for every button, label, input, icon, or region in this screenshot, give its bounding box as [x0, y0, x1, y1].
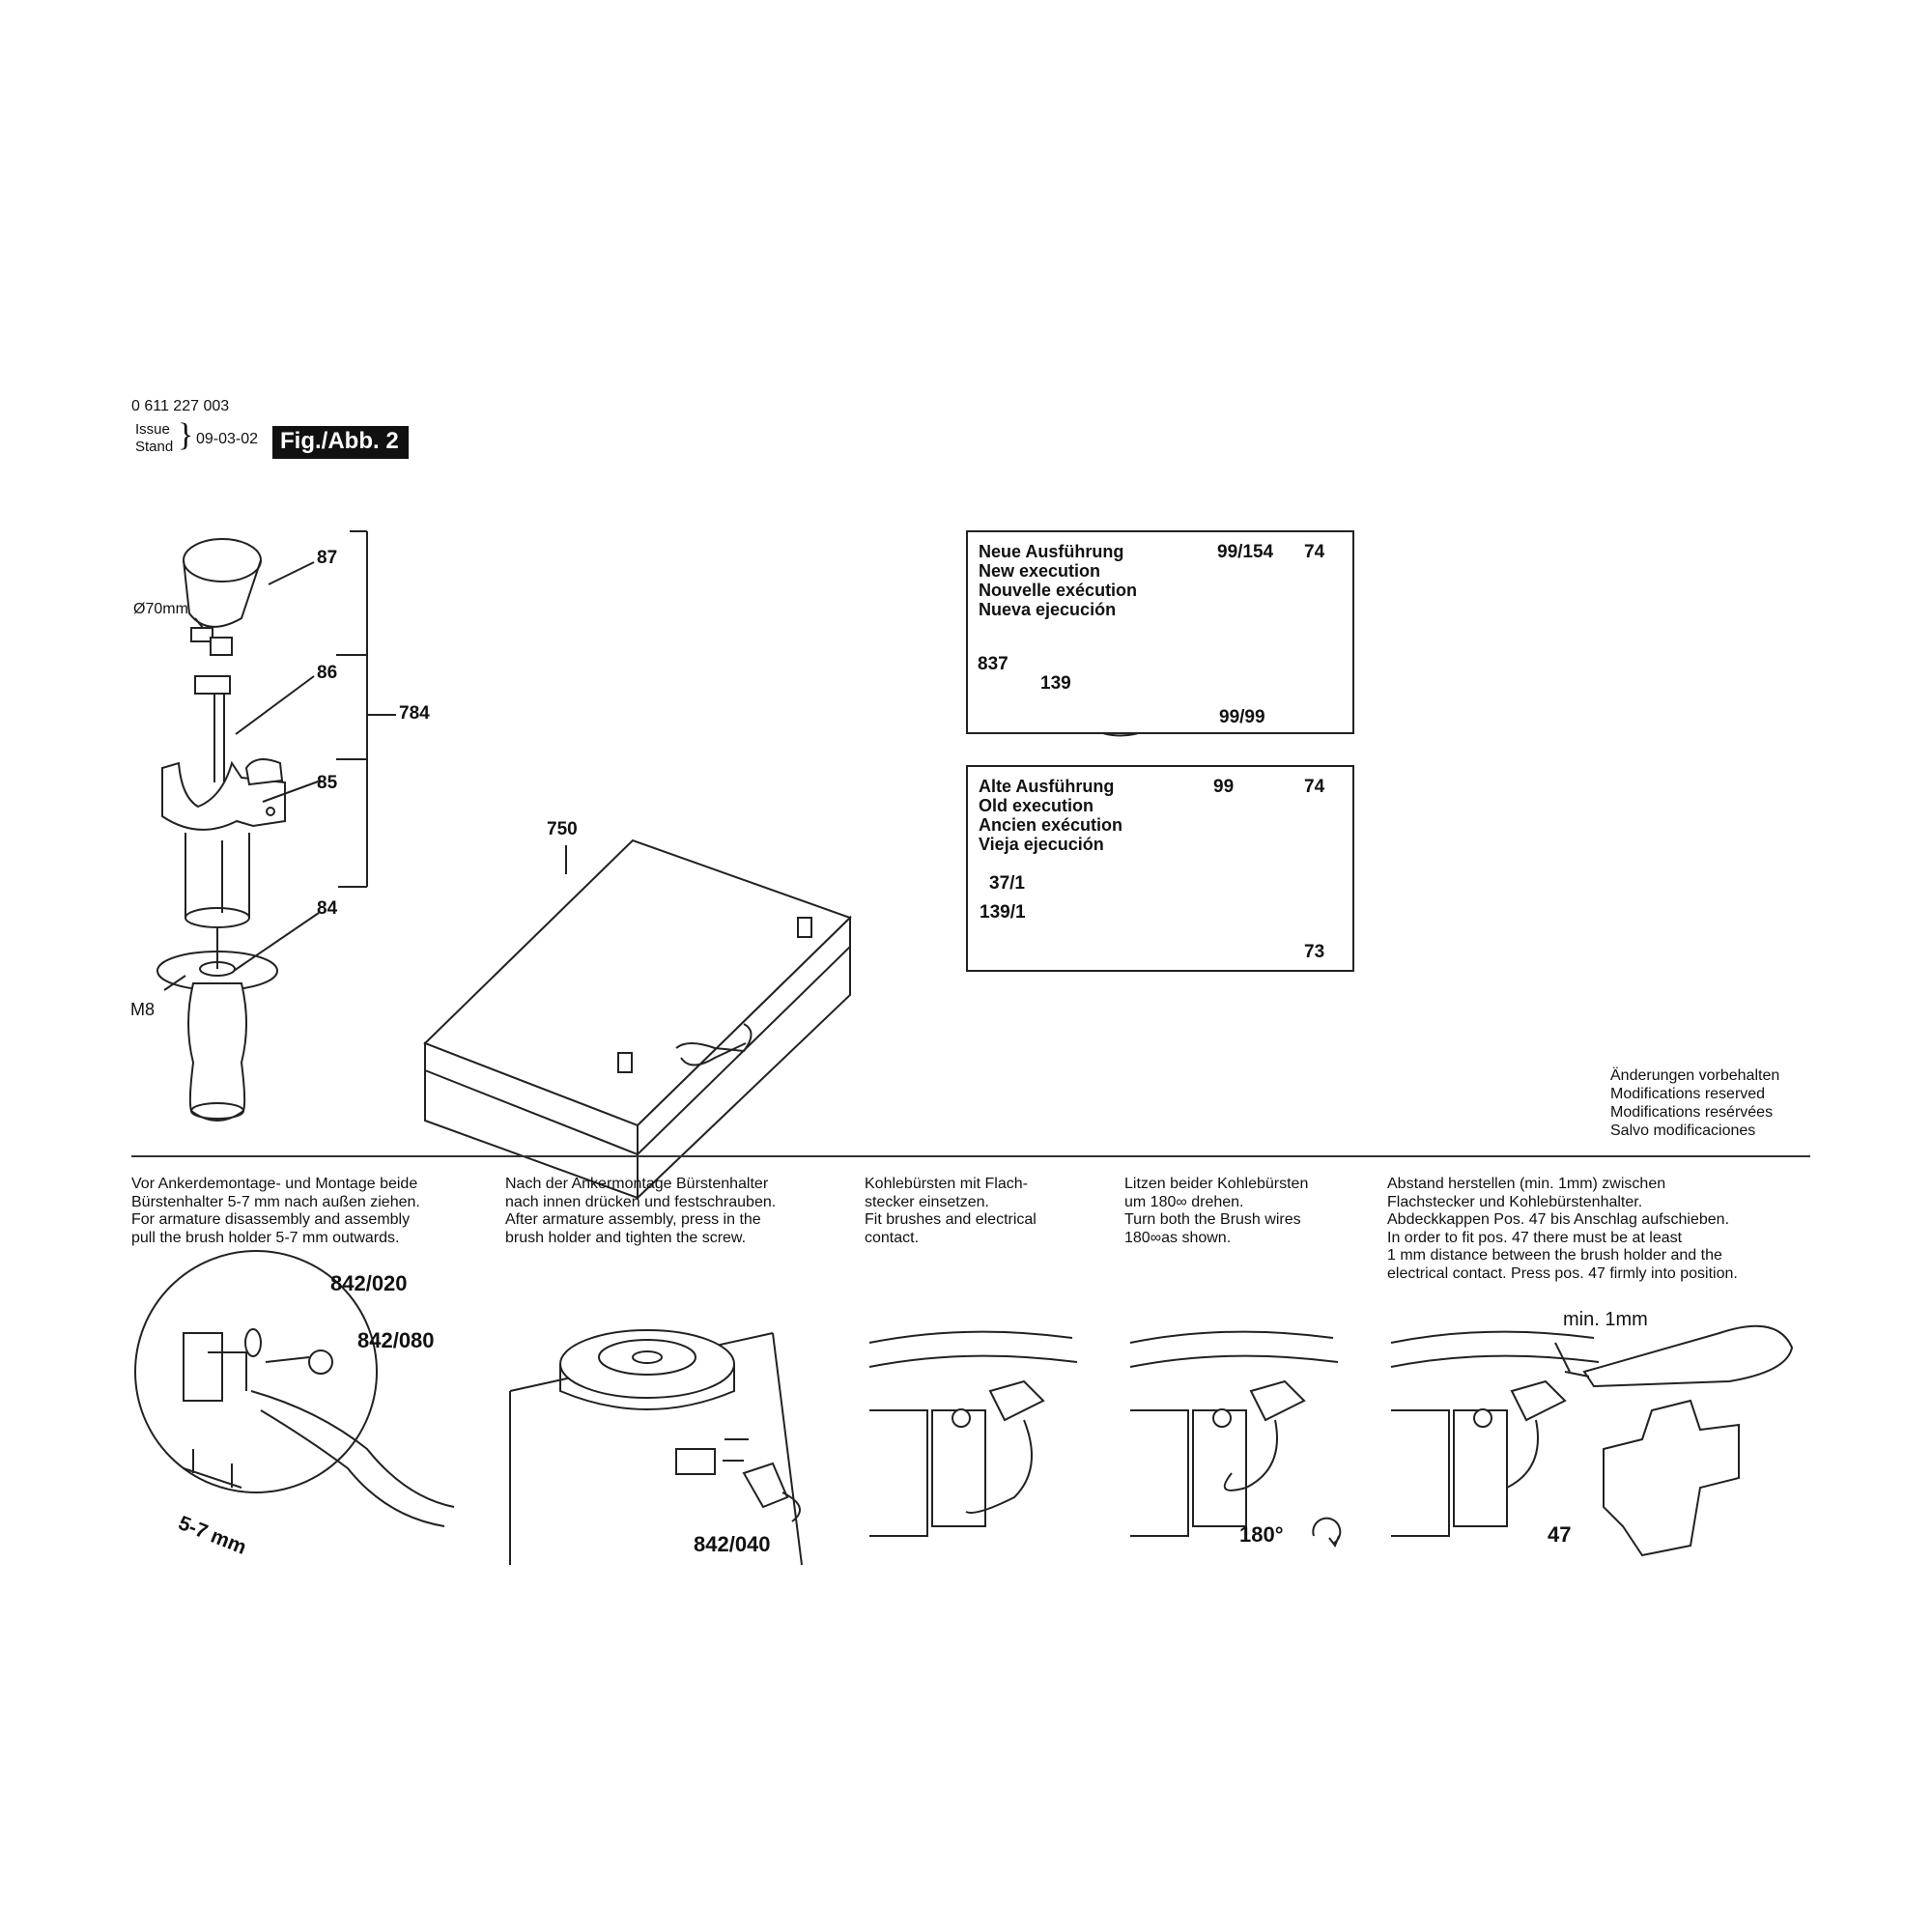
- issue-label: Issue: [135, 421, 170, 438]
- bracket-part: [161, 758, 286, 831]
- label-73: 73: [1304, 942, 1325, 962]
- label-842-020: 842/020: [330, 1271, 408, 1295]
- step3-illustration: [868, 1330, 1078, 1537]
- issue-stand-labels: Issue Stand: [135, 421, 173, 456]
- label-84: 84: [317, 898, 338, 919]
- label-842-080: 842/080: [357, 1328, 435, 1352]
- label-842-040: 842/040: [694, 1532, 771, 1556]
- label-99-99: 99/99: [1219, 707, 1265, 727]
- label-86: 86: [317, 663, 338, 683]
- label-750: 750: [547, 819, 578, 839]
- modifications-note: Änderungen vorbehalten Modifications res…: [1610, 1067, 1780, 1139]
- handle-leaders: [163, 530, 396, 991]
- label-thread: M8: [130, 1000, 156, 1019]
- instruction-step-4: Litzen beider Kohlebürsten um 180∞ drehe…: [1124, 1176, 1309, 1246]
- label-837: 837: [978, 654, 1009, 674]
- label-180-degrees: 180°: [1239, 1522, 1284, 1547]
- label-784: 784: [399, 703, 430, 724]
- label-139-1: 139/1: [980, 902, 1026, 923]
- label-74-new: 74: [1304, 542, 1325, 562]
- old-execution-title: Alte Ausführung Old execution Ancien exé…: [979, 777, 1123, 854]
- label-139: 139: [1040, 673, 1071, 694]
- brace-symbol: }: [178, 417, 194, 453]
- section-divider: [131, 1155, 1810, 1157]
- label-87: 87: [317, 548, 338, 568]
- instruction-step-1: Vor Ankerdemontage- und Montage beide Bü…: [131, 1176, 420, 1246]
- bolt-part: [194, 675, 231, 782]
- label-37-1: 37/1: [989, 873, 1025, 894]
- label-diameter: Ø70mm: [133, 601, 188, 617]
- part-number: 0 611 227 003: [131, 398, 230, 414]
- issue-date: 09-03-02: [196, 431, 259, 447]
- stand-label: Stand: [135, 439, 174, 455]
- step1-illustration: [134, 1250, 455, 1527]
- old-execution-box: [966, 765, 1354, 972]
- label-74-old: 74: [1304, 777, 1325, 797]
- figure-label: Fig./Abb. 2: [272, 426, 409, 459]
- step2-illustration: [509, 1329, 803, 1566]
- grip-part: [156, 927, 278, 1122]
- new-execution-box: [966, 530, 1354, 734]
- instruction-step-2: Nach der Ankermontage Bürstenhalter nach…: [505, 1176, 777, 1246]
- label-99-154: 99/154: [1217, 542, 1274, 562]
- label-min-1mm: min. 1mm: [1563, 1309, 1648, 1330]
- handle-part: [185, 833, 250, 928]
- label-99-old: 99: [1213, 777, 1235, 797]
- label-85: 85: [317, 773, 338, 793]
- carrying-case: [423, 838, 852, 1200]
- depth-clamp-part: [183, 538, 262, 656]
- step4-illustration: [1129, 1330, 1342, 1548]
- step5-illustration: [1390, 1324, 1794, 1557]
- instruction-step-5: Abstand herstellen (min. 1mm) zwischen F…: [1387, 1176, 1738, 1282]
- label-47: 47: [1548, 1522, 1572, 1547]
- instruction-step-3: Kohlebürsten mit Flach- stecker einsetze…: [865, 1176, 1037, 1246]
- new-execution-title: Neue Ausführung New execution Nouvelle e…: [979, 542, 1138, 619]
